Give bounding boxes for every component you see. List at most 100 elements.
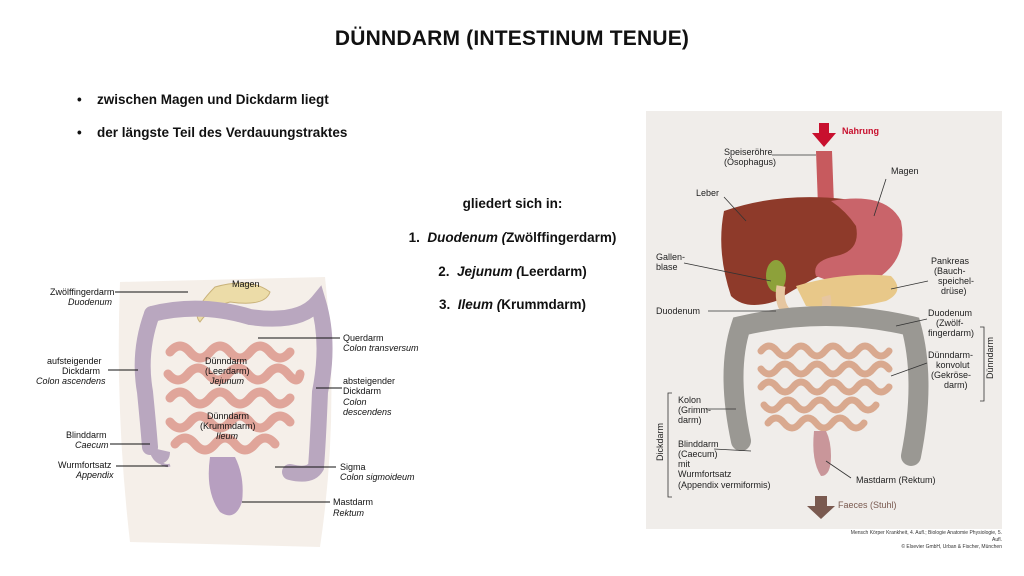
label-mit: mit bbox=[678, 459, 690, 469]
label-krummdarm: (Krummdarm) bbox=[200, 421, 256, 431]
item-german: Leerdarm) bbox=[520, 264, 587, 279]
label-appendix-vermiformis: (Appendix vermiformis) bbox=[678, 480, 771, 490]
item-number: 2. bbox=[438, 264, 450, 279]
bullet-marker: • bbox=[77, 92, 82, 107]
bullet-text: zwischen Magen und Dickdarm liegt bbox=[97, 92, 329, 107]
page-title: DÜNNDARM (INTESTINUM TENUE) bbox=[334, 27, 690, 50]
intestine-illustration-left: Zwölffingerdarm Duodenum Magen Querdarm … bbox=[36, 277, 419, 547]
label-konvolut: konvolut bbox=[936, 360, 970, 370]
label-absteigender: absteigender bbox=[343, 376, 395, 386]
label-blinddarm: Blinddarm bbox=[678, 439, 719, 449]
item-german: Krummdarm) bbox=[501, 297, 587, 312]
label-gallenblase-1: Gallen- bbox=[656, 252, 685, 262]
label-descendens: descendens bbox=[343, 407, 392, 417]
label-gekroese: (Gekröse- bbox=[931, 370, 971, 380]
label-caecum: Caecum bbox=[75, 440, 109, 450]
ascending-colon-shape bbox=[134, 306, 160, 455]
label-wurmfortsatz: Wurmfortsatz bbox=[678, 469, 732, 479]
label-nahrung: Nahrung bbox=[842, 126, 879, 136]
label-dickdarm-ab: Dickdarm bbox=[343, 386, 381, 396]
label-duenndarm-2: Dünndarm bbox=[207, 411, 249, 421]
label-colon: Colon bbox=[343, 397, 367, 407]
subdivision-heading: gliedert sich in: bbox=[462, 196, 563, 211]
credit-line-1: Mensch Körper Krankheit, 4. Aufl.; Biolo… bbox=[850, 530, 1002, 543]
item-latin: Ileum ( bbox=[457, 297, 502, 312]
dickdarm-bracket bbox=[667, 392, 672, 498]
label-caecum: (Caecum) bbox=[678, 449, 718, 459]
label-mastdarm: Mastdarm bbox=[333, 497, 373, 507]
label-grimm: (Grimm- bbox=[678, 405, 711, 415]
small-intestine-shape bbox=[163, 341, 305, 455]
label-duenndarm-1: Dünndarm bbox=[205, 356, 247, 366]
subdivision-item: 2. Jejunum (Leerdarm) bbox=[395, 264, 630, 279]
label-speiseroehre: Speiseröhre bbox=[724, 147, 773, 157]
label-duodenum-left: Duodenum bbox=[656, 306, 700, 316]
label-gallenblase-2: blase bbox=[656, 262, 678, 272]
item-latin: Duodenum ( bbox=[427, 230, 507, 245]
label-zwoelffingerdarm: Zwölffingerdarm bbox=[50, 287, 114, 297]
label-kolon-darm: darm) bbox=[678, 415, 702, 425]
label-dickdarm-auf: Dickdarm bbox=[62, 366, 100, 376]
colon-shape bbox=[723, 306, 929, 466]
label-duodenum-right: Duodenum bbox=[928, 308, 972, 318]
label-fingerdarm: fingerdarm) bbox=[928, 328, 974, 338]
bullet-item: • der längste Teil des Verdauungstraktes bbox=[77, 125, 347, 158]
intake-arrow-icon bbox=[812, 123, 836, 147]
caecum-shape bbox=[148, 447, 170, 464]
bullet-marker: • bbox=[77, 125, 82, 140]
label-darm: darm) bbox=[944, 380, 968, 390]
label-wurmfortsatz: Wurmfortsatz bbox=[58, 460, 112, 470]
exit-arrow-icon bbox=[807, 496, 835, 519]
appendix-shape bbox=[158, 460, 171, 468]
label-leerdarm: (Leerdarm) bbox=[205, 366, 250, 376]
label-colon-sigmoideum: Colon sigmoideum bbox=[340, 472, 415, 482]
label-colon-ascendens: Colon ascendens bbox=[36, 376, 106, 386]
label-oesophagus: (Ösophagus) bbox=[724, 157, 776, 167]
rectum-shape bbox=[813, 431, 831, 476]
label-speichel: speichel- bbox=[938, 276, 974, 286]
label-rektum: Rektum bbox=[333, 508, 365, 518]
credit-line-2: © Elsevier GmbH, Urban & Fischer, Münche… bbox=[901, 544, 1002, 550]
label-sigma: Sigma bbox=[340, 462, 366, 472]
label-leber: Leber bbox=[696, 188, 719, 198]
label-faeces: Faeces (Stuhl) bbox=[838, 500, 897, 510]
label-querdarm: Querdarm bbox=[343, 333, 384, 343]
leader-lines bbox=[683, 154, 929, 479]
label-kolon: Kolon bbox=[678, 395, 701, 405]
item-latin: Jejunum ( bbox=[456, 264, 521, 279]
gallbladder-shape bbox=[766, 260, 786, 292]
item-number: 1. bbox=[408, 230, 420, 245]
label-appendix: Appendix bbox=[75, 470, 114, 480]
label-druese: drüse) bbox=[941, 286, 967, 296]
item-german: Zwölffingerdarm) bbox=[506, 230, 617, 245]
duenndarm-bracket bbox=[980, 326, 985, 402]
label-magen: Magen bbox=[891, 166, 919, 176]
item-number: 3. bbox=[438, 297, 451, 312]
label-jejunum: Jejunum bbox=[209, 376, 245, 386]
label-ileum: Ileum bbox=[216, 431, 239, 441]
stomach-shape bbox=[815, 198, 903, 283]
label-mastdarm: Mastdarm (Rektum) bbox=[856, 475, 936, 485]
label-duenndarm-vertical: Dünndarm bbox=[985, 337, 995, 379]
label-dickdarm-vertical: Dickdarm bbox=[655, 423, 665, 461]
label-pankreas: Pankreas bbox=[931, 256, 970, 266]
label-duenndarm-konv: Dünndarm- bbox=[928, 350, 973, 360]
pancreas-shape bbox=[796, 274, 898, 308]
rectum-shape bbox=[208, 457, 243, 516]
subdivision-item: 3. Ileum (Krummdarm) bbox=[395, 297, 630, 312]
label-bauch: (Bauch- bbox=[934, 266, 966, 276]
liver-shape bbox=[721, 197, 888, 305]
label-zwoelf: (Zwölf- bbox=[936, 318, 964, 328]
esophagus-shape bbox=[816, 151, 834, 206]
bullet-text: der längste Teil des Verdauungstraktes bbox=[97, 125, 348, 140]
label-colon-transversum: Colon transversum bbox=[343, 343, 419, 353]
image-credit: Mensch Körper Krankheit, 4. Aufl.; Biolo… bbox=[848, 530, 1002, 551]
bullet-list: • zwischen Magen und Dickdarm liegt • der … bbox=[77, 92, 347, 158]
bullet-item: • zwischen Magen und Dickdarm liegt bbox=[77, 92, 347, 125]
label-magen: Magen bbox=[232, 279, 260, 289]
small-intestine-shape bbox=[757, 342, 893, 432]
digestive-system-illustration-right: Nahrung Speiseröhre (Ösophagus) Magen Le… bbox=[646, 111, 1002, 529]
label-duodenum: Duodenum bbox=[68, 297, 113, 307]
subdivision-item: 1. Duodenum (Zwölffingerdarm) bbox=[395, 230, 630, 245]
leader-lines bbox=[108, 291, 342, 503]
